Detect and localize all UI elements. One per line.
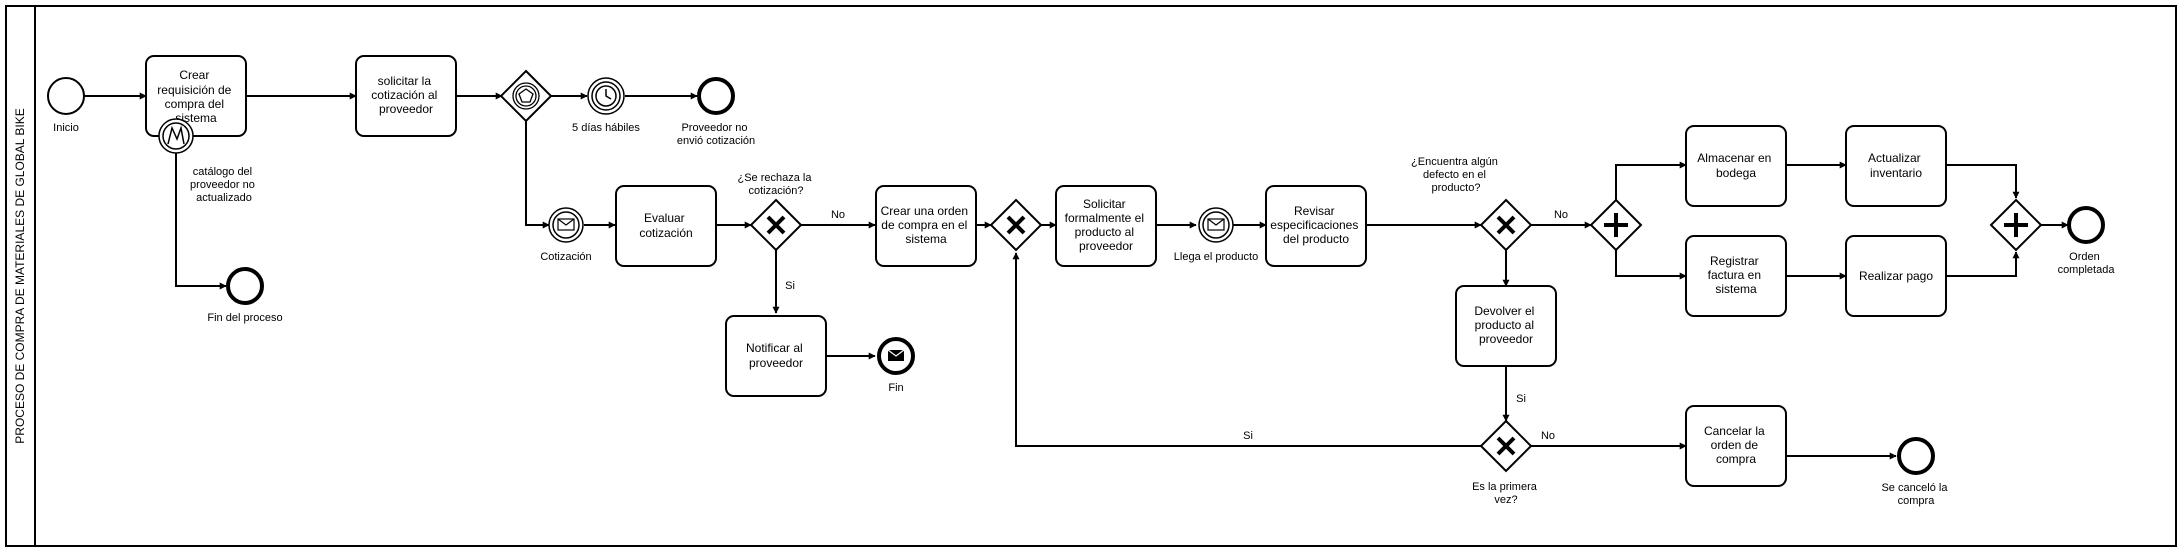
flow-label-no-primera: No (1541, 430, 1555, 442)
x-icon (1496, 215, 1516, 235)
event-label-se-cancelo: Se canceló la compra (1881, 482, 1950, 507)
task-devolver-producto[interactable] (1455, 285, 1557, 367)
event-based-gateway[interactable] (499, 69, 553, 123)
event-label-llega: Llega el producto (1174, 251, 1258, 263)
task-label-t5: Crear una orden de compra en el sistema (881, 204, 972, 246)
x-icon (1496, 436, 1516, 456)
task-realizar-pago[interactable] (1845, 235, 1947, 317)
gateway-label-rechaza: ¿Se rechaza la cotización? (737, 172, 814, 197)
task-crear-orden[interactable] (875, 185, 977, 267)
timer-event[interactable] (587, 77, 625, 115)
event-label-cotizacion: Cotización (540, 251, 591, 263)
task-label-t3: Evaluar cotización (639, 211, 692, 240)
xor-gateway-primera[interactable] (1479, 419, 1533, 473)
flow-label-no-rechaza: No (831, 209, 845, 221)
message-event-llega[interactable] (1198, 207, 1234, 243)
flow-label-no-defecto: No (1554, 209, 1568, 221)
end-event-se-cancelo[interactable] (1897, 437, 1935, 475)
parallel-gateway-split[interactable] (1589, 198, 1643, 252)
boundary-event-catalogo[interactable] (158, 118, 194, 154)
task-label-t8: Almacenar en bodega (1697, 151, 1774, 180)
task-label-t9: Actualizar inventario (1868, 151, 1924, 180)
x-icon (1006, 215, 1026, 235)
task-label-t11: Realizar pago (1859, 269, 1933, 283)
task-label-t6: Solicitar formalmente el producto al pro… (1065, 197, 1148, 253)
task-notificar-proveedor[interactable] (725, 315, 827, 397)
task-solicitar-producto[interactable] (1055, 185, 1157, 267)
envelope-filled-icon (887, 349, 905, 361)
end-event-orden-completada[interactable] (2067, 206, 2105, 244)
task-actualizar-inventario[interactable] (1845, 125, 1947, 207)
task-solicitar-cotizacion[interactable] (355, 55, 457, 137)
task-label-t7: Revisar especificaciones del producto (1270, 204, 1361, 246)
message-event-cotizacion[interactable] (548, 207, 584, 243)
envelope-icon (557, 218, 575, 231)
task-label-t4: Notificar al proveedor (746, 341, 806, 370)
event-label-fin-proceso: Fin del proceso (207, 312, 282, 324)
end-event-proveedor-no-envio[interactable] (697, 77, 735, 115)
x-icon (766, 215, 786, 235)
event-label-proveedor-no-envio: Proveedor no envió cotización (677, 122, 755, 147)
envelope-icon (1207, 218, 1225, 231)
task-cancelar-orden[interactable] (1685, 405, 1787, 487)
plus-icon (2004, 213, 2028, 237)
error-icon (167, 125, 185, 145)
task-label-t2: solicitar la cotización al proveedor (371, 74, 440, 116)
event-label-dias: 5 días hábiles (572, 122, 640, 134)
event-label-fin: Fin (888, 382, 903, 394)
event-label-catalogo: catálogo del proveedor no actualizado (190, 166, 258, 204)
gateway-label-defecto: ¿Encuentra algún defecto en el producto? (1411, 156, 1501, 194)
xor-gateway-defecto[interactable] (1479, 198, 1533, 252)
plus-icon (1604, 213, 1628, 237)
task-label-t10: Registrar factura en sistema (1708, 254, 1765, 296)
event-label-inicio: Inicio (53, 122, 79, 134)
task-revisar-especificaciones[interactable] (1265, 185, 1367, 267)
parallel-gateway-join[interactable] (1989, 198, 2043, 252)
pentagon-icon (518, 88, 534, 103)
task-almacenar-bodega[interactable] (1685, 125, 1787, 207)
event-label-orden-completada: Orden completada (2058, 251, 2116, 276)
pool-label: PROCESO DE COMPRA DE MATERIALES DE GLOBA… (13, 108, 27, 443)
task-registrar-factura[interactable] (1685, 235, 1787, 317)
tasks (145, 55, 1947, 487)
task-crear-requisicion[interactable] (145, 55, 247, 137)
task-label-t12: Devolver el producto al proveedor (1474, 304, 1537, 346)
xor-gateway-rechaza[interactable] (749, 198, 803, 252)
end-event-fin-proceso[interactable] (226, 267, 264, 305)
gateway-label-primera: Es la primera vez? (1472, 481, 1540, 506)
xor-gateway-merge[interactable] (989, 198, 1043, 252)
task-label-t1: Crear requisición de compra del sistema (157, 68, 234, 125)
task-label-t13: Cancelar la orden de compra (1704, 424, 1768, 466)
flow-label-si-defecto: Si (1516, 393, 1526, 405)
message-end-event-fin[interactable] (877, 337, 915, 375)
start-event-inicio[interactable] (47, 77, 85, 115)
flow-label-si-rechaza: Si (785, 280, 795, 292)
flow-label-si-primera: Si (1243, 430, 1253, 442)
sequence-flows (85, 92, 2069, 460)
task-evaluar-cotizacion[interactable] (615, 185, 717, 267)
